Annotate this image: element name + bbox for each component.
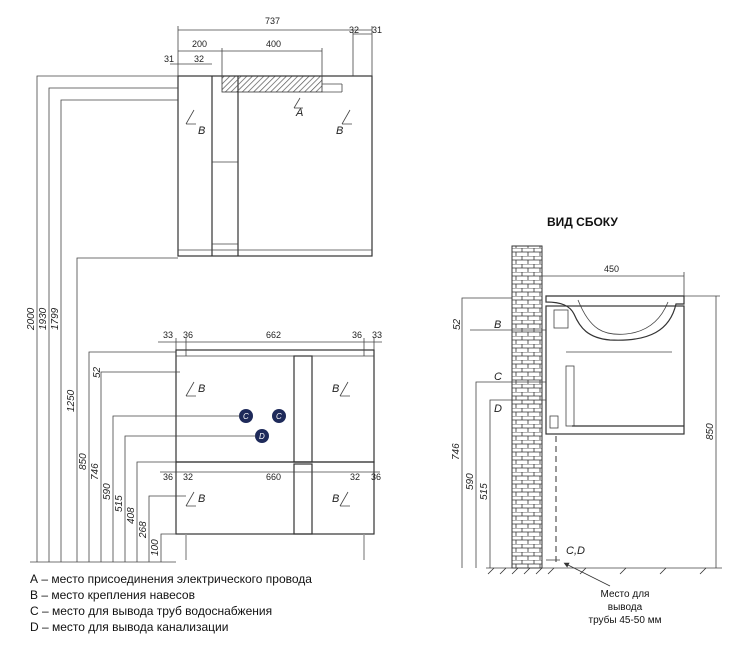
dim-36-left-2: 36 — [163, 472, 173, 482]
dim-268: 268 — [138, 521, 149, 539]
upper-cabinet: A B B — [177, 75, 373, 257]
side-label-cd: C,D — [566, 545, 585, 557]
side-dim-515: 515 — [479, 483, 490, 500]
dim-660: 660 — [266, 472, 281, 482]
dim-1930: 1930 — [38, 307, 49, 330]
legend-d: D – место для вывода канализации — [30, 620, 229, 634]
dim-52-front: 52 — [92, 366, 103, 378]
pipe-note-line-1: Место для — [600, 589, 650, 600]
dim-1799: 1799 — [50, 307, 61, 330]
dim-32-right: 32 — [349, 25, 359, 35]
dim-36-left: 36 — [183, 330, 193, 340]
lower-cabinet: B B B B C C D — [175, 349, 375, 560]
brick-wall — [511, 245, 543, 569]
side-label-d: D — [494, 403, 502, 415]
vertical-dimensions: 2000 1930 1799 1250 850 746 52 590 515 4… — [26, 75, 256, 563]
dim-32-left-2: 32 — [183, 472, 193, 482]
label-b-upper-left: B — [198, 125, 205, 137]
side-dim-590: 590 — [465, 473, 476, 490]
pipe-note: Место для вывода трубы 45-50 мм — [565, 588, 685, 627]
dim-590: 590 — [102, 483, 113, 500]
legend-c: С – место для вывода труб водоснабжения — [30, 604, 273, 618]
dim-36-right: 36 — [352, 330, 362, 340]
pipe-note-line-3: трубы 45-50 мм — [588, 615, 662, 626]
side-label-c: C — [494, 371, 502, 383]
dim-200: 200 — [192, 39, 207, 49]
legend-b: В – место крепления навесов — [30, 588, 195, 602]
dim-737: 737 — [265, 16, 280, 26]
dim-33-right: 33 — [372, 330, 382, 340]
point-c-1 — [239, 409, 253, 423]
point-d — [255, 429, 269, 443]
dim-31-left: 31 — [164, 54, 174, 64]
lower-dimensions: 33 36 662 36 33 36 32 660 32 36 — [158, 330, 382, 482]
side-dim-450: 450 — [604, 264, 619, 274]
upper-dimensions: 737 200 400 32 31 31 32 — [164, 16, 382, 76]
label-b-lower-4: B — [332, 493, 339, 505]
dim-515: 515 — [114, 495, 125, 512]
label-b-lower-3: B — [198, 493, 205, 505]
side-view: 450 850 52 746 590 515 B C D C,D — [451, 245, 722, 587]
dim-408: 408 — [126, 507, 137, 524]
mount-rail-hatched — [221, 75, 323, 93]
label-c-2: C — [276, 412, 282, 421]
side-dim-850: 850 — [705, 423, 716, 440]
label-b-lower-2: B — [332, 383, 339, 395]
basin-profile — [545, 295, 685, 341]
side-dim-52: 52 — [452, 318, 463, 330]
label-b-upper-right: B — [336, 125, 343, 137]
dim-850: 850 — [78, 453, 89, 470]
label-c-1: C — [243, 412, 249, 421]
dim-36-right-2: 36 — [371, 472, 381, 482]
dim-746: 746 — [90, 463, 101, 480]
legend-a: А – место присоединения электрического п… — [30, 572, 312, 586]
dim-32-left: 32 — [194, 54, 204, 64]
label-a: A — [295, 107, 303, 119]
dim-400: 400 — [266, 39, 281, 49]
side-cabinet — [545, 305, 685, 435]
side-label-b: B — [494, 319, 501, 331]
dim-2000: 2000 — [26, 307, 37, 331]
dim-33-left: 33 — [163, 330, 173, 340]
label-d: D — [259, 432, 265, 441]
dim-31-right: 31 — [372, 25, 382, 35]
dim-1250: 1250 — [66, 389, 77, 412]
pipe-note-line-2: вывода — [607, 602, 643, 613]
dim-662: 662 — [266, 330, 281, 340]
dim-100: 100 — [150, 539, 161, 556]
point-c-2 — [272, 409, 286, 423]
side-dim-746: 746 — [451, 443, 462, 460]
dim-32-right-2: 32 — [350, 472, 360, 482]
side-view-title: ВИД СБОКУ — [547, 215, 618, 229]
label-b-lower-1: B — [198, 383, 205, 395]
